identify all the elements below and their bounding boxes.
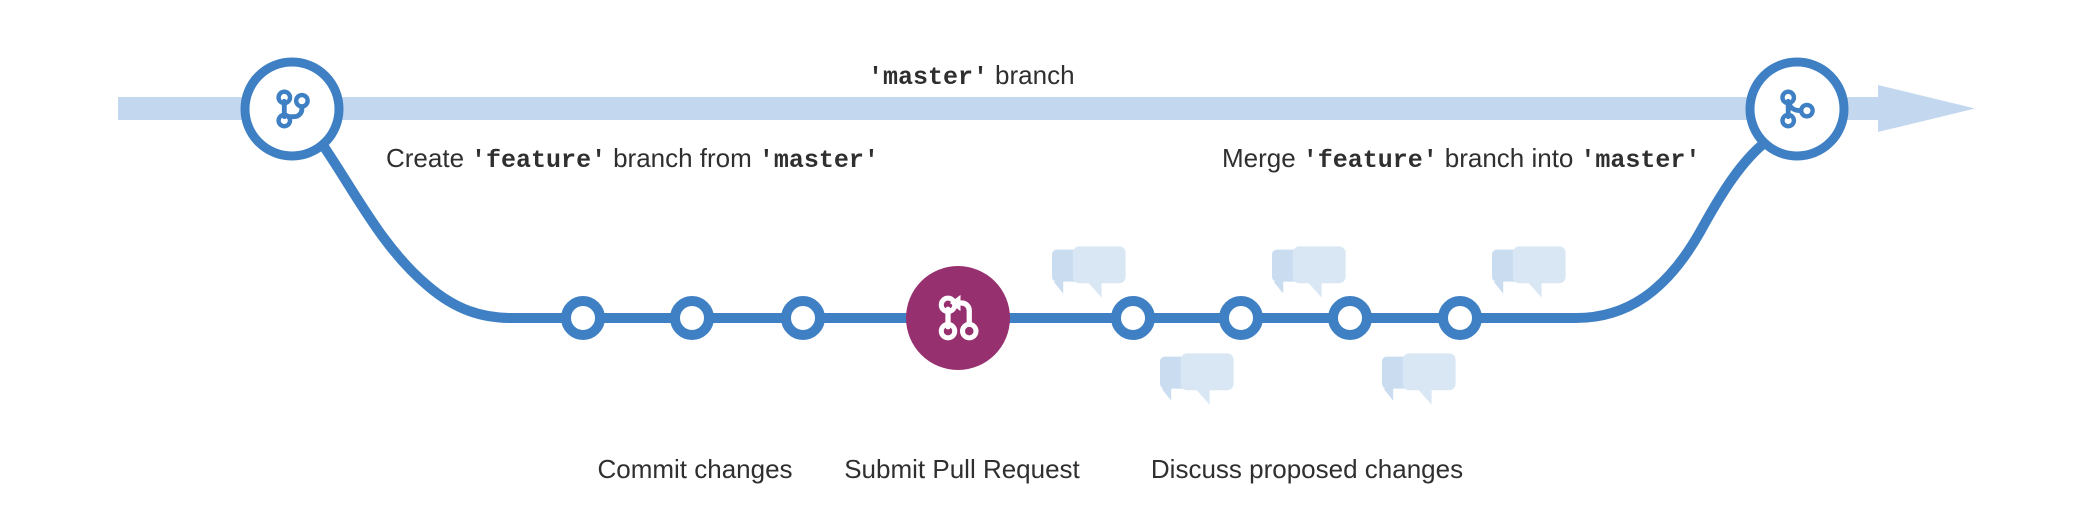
commit-dot[interactable] <box>1328 296 1372 340</box>
feature-branch-line <box>313 133 1773 323</box>
pull-request-icon <box>938 294 979 341</box>
comment-bubble-pair <box>1052 246 1126 298</box>
commit-dot[interactable] <box>561 296 605 340</box>
comment-bubble-pair <box>1382 353 1456 405</box>
merge-branch-master-mono: 'master' <box>1580 146 1701 175</box>
master-branch-label-text: branch <box>995 60 1075 90</box>
git-merge-icon <box>1780 89 1815 129</box>
create-branch-prefix: Create <box>386 143 465 173</box>
merge-branch-feature-mono: 'feature' <box>1302 146 1438 175</box>
create-branch-feature-mono: 'feature' <box>471 146 607 175</box>
create-branch-label: Create'feature'branch from'master' <box>386 145 879 173</box>
caption-commit-changes: Commit changes <box>597 454 793 484</box>
master-branch-label: 'master'branch <box>868 62 1075 90</box>
comment-bubble-pair <box>1160 353 1234 405</box>
merge-branch-middle: branch into <box>1444 143 1574 173</box>
branch-point-node[interactable] <box>240 57 344 161</box>
comment-bubble-pair <box>1272 246 1346 298</box>
commit-dot[interactable] <box>781 296 825 340</box>
caption-submit-pull-request: Submit Pull Request <box>844 454 1080 484</box>
commit-dot[interactable] <box>1438 296 1482 340</box>
commit-dot[interactable] <box>1111 296 1155 340</box>
git-branch-icon <box>276 89 310 129</box>
master-branch-label-mono: 'master' <box>868 63 989 92</box>
create-branch-master-mono: 'master' <box>758 146 879 175</box>
create-branch-middle: branch from <box>613 143 752 173</box>
merge-point-node[interactable] <box>1745 57 1849 161</box>
commit-dot[interactable] <box>1219 296 1263 340</box>
merge-branch-label: Merge'feature'branch into'master' <box>1222 145 1700 173</box>
master-branch-line <box>118 85 1975 132</box>
caption-discuss-proposed-changes: Discuss proposed changes <box>1150 454 1464 484</box>
merge-branch-prefix: Merge <box>1222 143 1296 173</box>
commit-dot[interactable] <box>670 296 714 340</box>
pull-request-node[interactable] <box>906 266 1010 370</box>
commit-dots-group <box>561 296 1482 340</box>
comment-bubble-pair <box>1492 246 1566 298</box>
